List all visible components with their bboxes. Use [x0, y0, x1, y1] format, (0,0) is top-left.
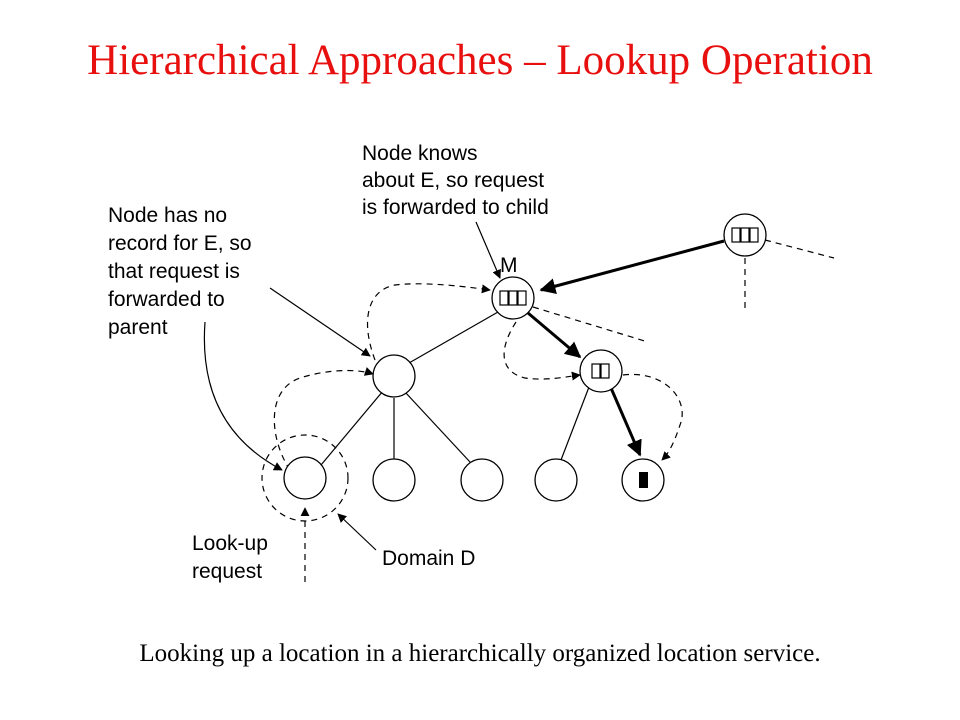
- arrow-m-to-mid: [527, 311, 582, 359]
- label-domain-d: Domain D: [382, 547, 475, 570]
- domain-d-circle: [261, 434, 349, 522]
- edge-top-right-dashed: [764, 239, 835, 259]
- pointer-domain: [337, 513, 377, 551]
- record-boxes-top-right: [731, 227, 759, 243]
- label-lookup-request: Look-up request: [192, 532, 274, 583]
- record-boxes-m: [499, 290, 527, 306]
- record-e-filled: [639, 472, 648, 488]
- curve-leaf1-to-left: [273, 367, 374, 471]
- edge-m-left: [408, 311, 499, 364]
- figure-caption: Looking up a location in a hierarchicall…: [139, 640, 821, 667]
- slide-title: Hierarchical Approaches – Lookup Operati…: [87, 37, 873, 84]
- label-node-m: M: [500, 254, 518, 277]
- node-leaf-2: [372, 458, 416, 502]
- pointer-parent-curve: [203, 321, 283, 471]
- node-leaf-4: [534, 458, 578, 502]
- arrow-mid-to-leaf: [609, 387, 642, 457]
- edge-mid-leaf4: [560, 386, 590, 461]
- curve-m-to-mid: [503, 321, 581, 381]
- pointer-no-record: [269, 287, 371, 357]
- label-node-knows: Node knows about E, so request is forwar…: [362, 142, 550, 219]
- node-left: [372, 354, 416, 398]
- curve-mid-to-leaf: [622, 373, 683, 461]
- pointer-node-knows: [475, 221, 501, 279]
- arrow-top-to-m: [539, 239, 725, 295]
- edge-left-leaf1: [320, 390, 384, 466]
- label-no-record: Node has no record for E, so that reques…: [108, 204, 257, 339]
- curve-left-to-m: [366, 283, 491, 361]
- record-boxes-mid: [591, 363, 610, 379]
- edge-m-right-dashed: [532, 306, 649, 343]
- node-leaf-3: [460, 458, 504, 502]
- node-leaf-1: [283, 456, 327, 500]
- edge-left-leaf3: [404, 391, 471, 463]
